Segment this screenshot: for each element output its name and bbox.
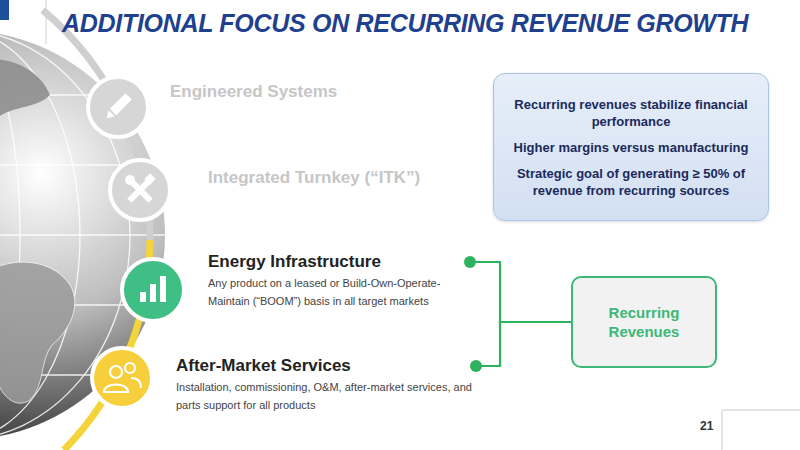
connector-line bbox=[476, 322, 571, 366]
stage-item: Energy InfrastructureAny product on a le… bbox=[208, 252, 470, 310]
continent bbox=[0, 262, 75, 403]
callout-text: Higher margins versus manufacturing bbox=[514, 139, 749, 156]
stage-heading: Engineered Systems bbox=[170, 82, 410, 102]
connector-group bbox=[464, 256, 571, 322]
footer-rule bbox=[722, 410, 723, 450]
header-rule bbox=[46, 0, 47, 44]
connector-group bbox=[470, 322, 571, 372]
footer-rule bbox=[722, 410, 800, 411]
callout-text: Strategic goal of generating ≥ 50% of re… bbox=[504, 165, 758, 199]
result-box: Recurring Revenues bbox=[571, 276, 717, 368]
stage-description: Any product on a leased or Build-Own-Ope… bbox=[208, 274, 470, 310]
connector-dot bbox=[470, 360, 482, 372]
slide-title: ADDITIONAL FOCUS ON RECURRING REVENUE GR… bbox=[62, 9, 748, 38]
stage-heading: Energy Infrastructure bbox=[208, 252, 470, 272]
people-icon bbox=[92, 348, 152, 408]
stage-heading: After-Market Services bbox=[176, 356, 476, 376]
connector-dot bbox=[464, 256, 476, 268]
tools-icon bbox=[110, 160, 170, 220]
stage-item: Engineered Systems bbox=[170, 82, 410, 102]
corner-mark bbox=[0, 0, 9, 20]
connector-line bbox=[470, 262, 571, 322]
continent bbox=[0, 59, 50, 120]
page-number: 21 bbox=[700, 419, 713, 433]
parallel bbox=[0, 234, 200, 235]
callout-box: Recurring revenues stabilize financial p… bbox=[493, 73, 769, 221]
parallel bbox=[0, 164, 200, 165]
result-text: Recurring Revenues bbox=[573, 303, 715, 341]
stage-description: Installation, commissioning, O&M, after-… bbox=[176, 378, 476, 414]
callout-text: Recurring revenues stabilize financial p… bbox=[504, 96, 758, 130]
stage-item: Integrated Turnkey (“ITK”) bbox=[208, 168, 468, 188]
stage-item: After-Market ServicesInstallation, commi… bbox=[176, 356, 476, 414]
chart-icon bbox=[122, 259, 184, 321]
pencil-icon bbox=[88, 77, 148, 137]
stage-heading: Integrated Turnkey (“ITK”) bbox=[208, 168, 468, 188]
